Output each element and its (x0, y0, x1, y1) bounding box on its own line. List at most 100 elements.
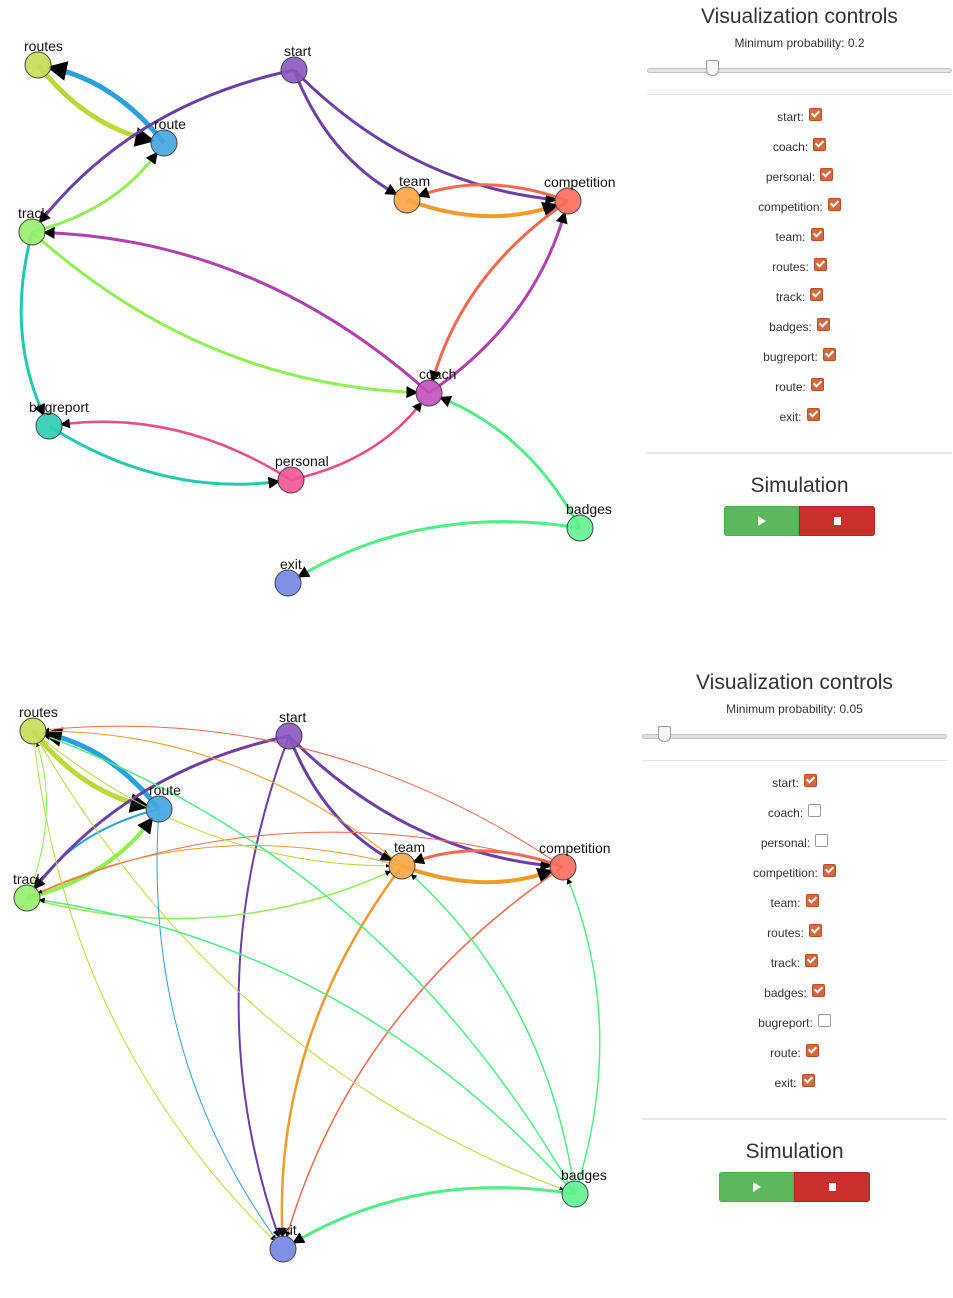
node-label-track: track (18, 205, 49, 221)
node-competition[interactable] (554, 187, 582, 215)
divider (647, 452, 952, 454)
filter-checkbox-competition[interactable] (827, 198, 841, 211)
slider-handle[interactable] (658, 726, 671, 742)
filter-row-track: track: (647, 285, 952, 315)
filter-checkbox-exit[interactable] (806, 408, 820, 421)
divider (642, 1118, 947, 1120)
divider (642, 760, 947, 761)
filter-checkbox-exit[interactable] (801, 1074, 815, 1087)
filter-label: team: (775, 230, 806, 244)
node-team[interactable] (388, 852, 416, 880)
edge-competition-to-team (417, 183, 569, 203)
node-coach[interactable] (415, 379, 443, 407)
stop-button[interactable] (794, 1172, 870, 1202)
edge-competition-to-exit (285, 866, 564, 1238)
filter-checkbox-start[interactable] (803, 774, 817, 787)
filter-label: badges: (769, 320, 812, 334)
play-button[interactable] (724, 506, 800, 536)
edges-group (19, 61, 582, 578)
filter-checkbox-personal[interactable] (815, 834, 829, 847)
pause-icon (828, 1183, 836, 1191)
filter-label: route: (775, 380, 806, 394)
controls-title: Visualization controls (701, 5, 898, 28)
slider-track[interactable] (642, 734, 947, 739)
filter-checkbox-competition[interactable] (822, 864, 836, 877)
filter-checkbox-badges[interactable] (816, 318, 830, 331)
node-start[interactable] (275, 722, 303, 750)
filter-checkbox-bugreport[interactable] (817, 1014, 831, 1027)
filter-checkbox-bugreport[interactable] (822, 348, 836, 361)
node-routes[interactable] (19, 717, 47, 745)
filter-checkbox-route[interactable] (805, 1044, 819, 1057)
filter-checkbox-routes[interactable] (813, 258, 827, 271)
filter-label: track: (775, 290, 806, 304)
node-personal[interactable] (277, 466, 305, 494)
filter-checkbox-team[interactable] (810, 228, 824, 241)
play-icon (752, 1182, 761, 1192)
filter-row-team: team: (647, 225, 952, 255)
stop-button[interactable] (799, 506, 875, 536)
node-competition[interactable] (549, 853, 577, 881)
edge-badges-to-track (38, 897, 576, 1195)
node-start[interactable] (280, 56, 308, 84)
minimum-probability-slider[interactable] (647, 58, 952, 80)
node-bugreport[interactable] (35, 412, 63, 440)
node-badges[interactable] (566, 514, 594, 542)
simulation-buttons (719, 1172, 870, 1202)
filter-label: bugreport: (758, 1016, 813, 1030)
slider-handle[interactable] (706, 60, 719, 76)
node-label-route: route (149, 782, 181, 798)
node-badges[interactable] (561, 1180, 589, 1208)
minimum-probability-slider[interactable] (642, 724, 947, 746)
edge-team-to-competition (406, 198, 559, 219)
node-routes[interactable] (24, 51, 52, 79)
filter-checkbox-coach[interactable] (808, 804, 822, 817)
filter-row-badges: badges: (642, 981, 947, 1011)
edge-competition-to-routes (45, 725, 564, 868)
simulation-title: Simulation (745, 1140, 844, 1163)
node-label-competition: competition (544, 174, 616, 190)
edge-route-to-track (33, 808, 160, 889)
edge-routes-to-badges (32, 730, 564, 1191)
filter-checkbox-routes[interactable] (808, 924, 822, 937)
node-label-exit: exit (280, 556, 302, 572)
filter-checkbox-track[interactable] (810, 288, 824, 301)
filter-checkbox-coach[interactable] (813, 138, 827, 151)
edge-start-to-track (38, 68, 295, 224)
node-label-badges: badges (561, 1167, 607, 1183)
edge-competition-to-track (38, 831, 564, 894)
slider-track[interactable] (647, 68, 952, 73)
node-track[interactable] (13, 884, 41, 912)
edge-start-to-team (287, 735, 393, 862)
play-button[interactable] (719, 1172, 795, 1202)
node-route[interactable] (150, 129, 178, 157)
node-label-start: start (284, 43, 311, 59)
filter-row-start: start: (642, 771, 947, 801)
filter-label: track: (770, 956, 801, 970)
node-exit[interactable] (269, 1235, 297, 1263)
node-track[interactable] (18, 218, 46, 246)
filter-checkbox-team[interactable] (805, 894, 819, 907)
edge-track-to-route (26, 816, 154, 900)
node-exit[interactable] (274, 569, 302, 597)
filter-row-competition: competition: (647, 195, 952, 225)
node-label-competition: competition (539, 840, 611, 856)
edge-start-to-track (33, 734, 290, 890)
filter-checkbox-personal[interactable] (820, 168, 834, 181)
node-team[interactable] (393, 186, 421, 214)
filter-checkbox-route[interactable] (810, 378, 824, 391)
edge-routes-to-team (32, 730, 390, 868)
edge-badges-to-competition (566, 877, 601, 1195)
filter-checkbox-badges[interactable] (811, 984, 825, 997)
edge-start-to-competition (292, 68, 558, 205)
filter-row-badges: badges: (647, 315, 952, 345)
edge-competition-to-team (412, 849, 564, 869)
edge-route-to-exit (156, 808, 276, 1240)
node-label-badges: badges (566, 501, 612, 517)
node-route[interactable] (145, 795, 173, 823)
filter-checkbox-track[interactable] (805, 954, 819, 967)
filter-checkbox-start[interactable] (808, 108, 822, 121)
